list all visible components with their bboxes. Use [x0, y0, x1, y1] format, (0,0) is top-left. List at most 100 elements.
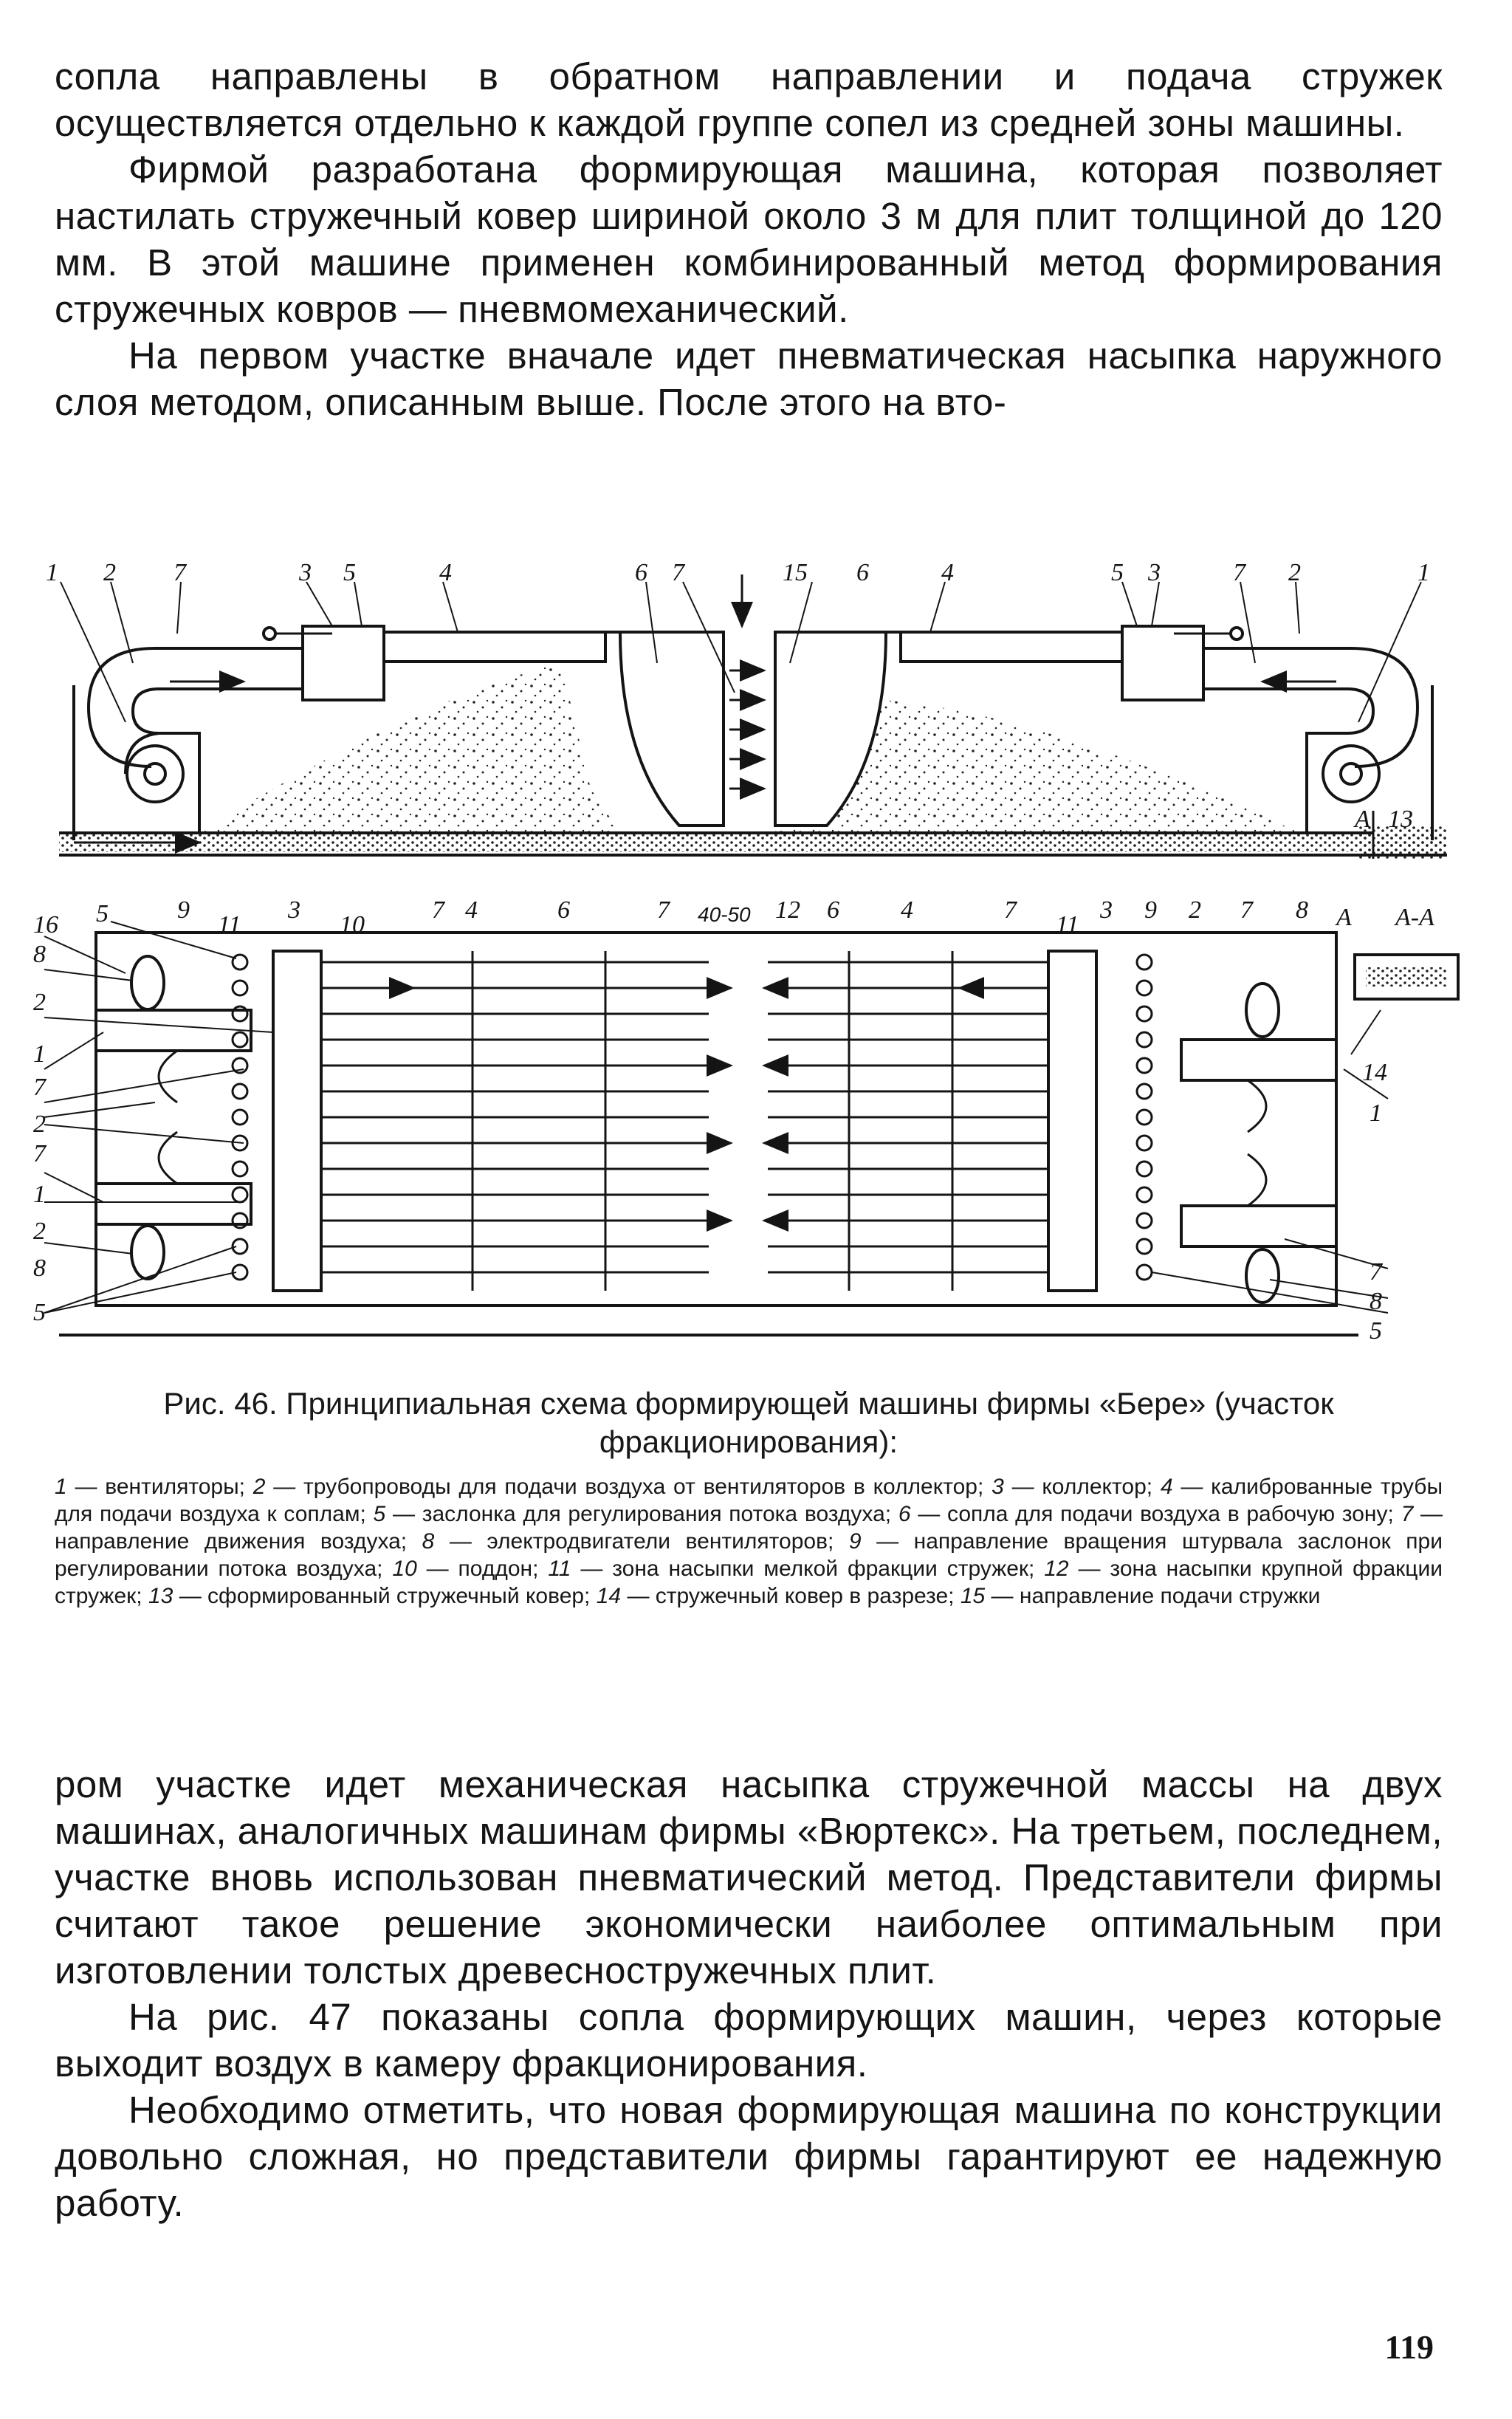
- legend-text: направление вращения штурвала заслонок п…: [55, 1529, 1443, 1581]
- legend-text: сформированный стружечный ковер;: [207, 1584, 591, 1608]
- label-2: 2: [1189, 896, 1201, 924]
- top-text-block: сопла направлены в обратном направлении …: [55, 53, 1443, 425]
- legend-num: 1: [55, 1475, 67, 1499]
- label-7: 7: [33, 1140, 47, 1167]
- legend-num: 10: [392, 1557, 417, 1581]
- label-2: 2: [33, 989, 46, 1016]
- page-number: 119: [1384, 2328, 1434, 2366]
- legend-num: 5: [373, 1502, 386, 1526]
- label-13: 13: [1388, 806, 1413, 833]
- label-8: 8: [1296, 896, 1308, 924]
- paragraph: На рис. 47 показаны сопла формирующих ма…: [55, 1996, 1443, 2085]
- label-7: 7: [657, 896, 671, 924]
- label-7: 7: [1233, 559, 1247, 586]
- label-2: 2: [33, 1218, 46, 1245]
- label-8: 8: [1370, 1288, 1382, 1315]
- label-7: 7: [173, 559, 188, 586]
- label-7: 7: [1004, 896, 1018, 924]
- label-3: 3: [1147, 559, 1161, 586]
- label-3: 3: [298, 559, 312, 586]
- label-1: 1: [1370, 1099, 1382, 1127]
- paragraph: На первом участке вначале идет пневматич…: [55, 334, 1443, 423]
- label-1: 1: [1418, 559, 1430, 586]
- label-8: 8: [33, 941, 46, 968]
- paragraph: Необходимо отметить, что новая формирующ…: [55, 2089, 1443, 2224]
- label-14: 14: [1362, 1059, 1387, 1086]
- label-4: 4: [941, 559, 954, 586]
- label-8: 8: [33, 1255, 46, 1282]
- plan-view: [44, 921, 1460, 1337]
- label-3: 3: [1099, 896, 1113, 924]
- figure-46-diagram: 1 2 7 3 5 4 6 7 15 6 4 5 3 7 2 1 А 13: [30, 552, 1477, 1368]
- label-3: 3: [287, 896, 300, 924]
- legend-num: 2: [252, 1475, 266, 1499]
- caption-legend: 1 — вентиляторы; 2 — трубопроводы для по…: [55, 1475, 1443, 1608]
- label-9: 9: [1144, 896, 1157, 924]
- legend-num: 9: [848, 1529, 862, 1554]
- label-1: 1: [33, 1181, 46, 1208]
- label-2: 2: [33, 1111, 46, 1138]
- legend-num: 7: [1401, 1502, 1414, 1526]
- legend-num: 8: [422, 1529, 435, 1554]
- figure-caption: Рис. 46. Принципиальная схема формирующе…: [55, 1385, 1443, 1610]
- calibrated-tubes: [321, 951, 1048, 1291]
- label-16: 16: [33, 911, 58, 939]
- legend-text: сопла для подачи воздуха в рабочую зону;: [946, 1502, 1394, 1526]
- bottom-text-block: ром участке идет механическая насыпка ст…: [55, 1761, 1443, 2226]
- label-12: 12: [775, 896, 800, 924]
- legend-text: направление подачи стружки: [1019, 1584, 1321, 1608]
- label-4: 4: [465, 896, 478, 924]
- label-7: 7: [33, 1074, 47, 1101]
- legend-num: 6: [898, 1502, 911, 1526]
- legend-text: зона насыпки крупной фракции стружек;: [55, 1557, 1443, 1608]
- legend-text: вентиляторы;: [105, 1475, 246, 1499]
- legend-num: 12: [1044, 1557, 1069, 1581]
- label-5: 5: [1370, 1317, 1382, 1345]
- label-9: 9: [177, 896, 190, 924]
- section-title: А-А: [1394, 904, 1434, 931]
- legend-num: 13: [148, 1584, 173, 1608]
- label-7: 7: [1240, 896, 1254, 924]
- legend-text: заслонка для регулирования потока воздух…: [422, 1502, 892, 1526]
- label-5: 5: [33, 1299, 46, 1326]
- legend-num: 11: [548, 1557, 571, 1581]
- label-4: 4: [439, 559, 452, 586]
- label-6: 6: [856, 559, 869, 586]
- machine-schematic: 1 2 7 3 5 4 6 7 15 6 4 5 3 7 2 1 А 13: [33, 559, 1460, 1345]
- legend-text: калиброванные трубы для подачи воздуха к…: [55, 1475, 1443, 1526]
- legend-text: зона насыпки мелкой фракции стружек;: [612, 1557, 1035, 1581]
- legend-text: поддон;: [458, 1557, 539, 1581]
- label-1: 1: [33, 1040, 46, 1068]
- label-6: 6: [557, 896, 570, 924]
- label-5: 5: [1111, 559, 1124, 586]
- label-7: 7: [672, 559, 686, 586]
- legend-text: электродвигатели вентиляторов;: [487, 1529, 834, 1554]
- label-15: 15: [783, 559, 808, 586]
- label-7: 7: [432, 896, 446, 924]
- label-4: 4: [901, 896, 913, 924]
- label-10: 10: [340, 911, 365, 939]
- label-11: 11: [1056, 911, 1079, 939]
- dimension-label: 40-50: [698, 903, 751, 926]
- legend-text: трубопроводы для подачи воздуха от венти…: [303, 1475, 984, 1499]
- label-7: 7: [1370, 1258, 1384, 1286]
- legend-text: коллектор;: [1042, 1475, 1153, 1499]
- label-2: 2: [103, 559, 116, 586]
- legend-num: 15: [960, 1584, 986, 1608]
- section-mark: А: [1353, 806, 1370, 833]
- legend-text: направление движения воздуха;: [55, 1529, 408, 1554]
- label-6: 6: [635, 559, 647, 586]
- label-1: 1: [46, 559, 58, 586]
- paragraph: Фирмой разработана формирующая машина, к…: [55, 148, 1443, 330]
- paragraph: сопла направлены в обратном направлении …: [55, 55, 1443, 144]
- label-2: 2: [1288, 559, 1301, 586]
- label-11: 11: [218, 911, 241, 939]
- section-mark: А: [1335, 904, 1352, 931]
- label-5: 5: [343, 559, 356, 586]
- paragraph: ром участке идет механическая насыпка ст…: [55, 1763, 1443, 1991]
- legend-num: 4: [1160, 1475, 1173, 1499]
- side-elevation-view: [59, 574, 1447, 859]
- label-6: 6: [827, 896, 839, 924]
- label-5: 5: [96, 900, 109, 927]
